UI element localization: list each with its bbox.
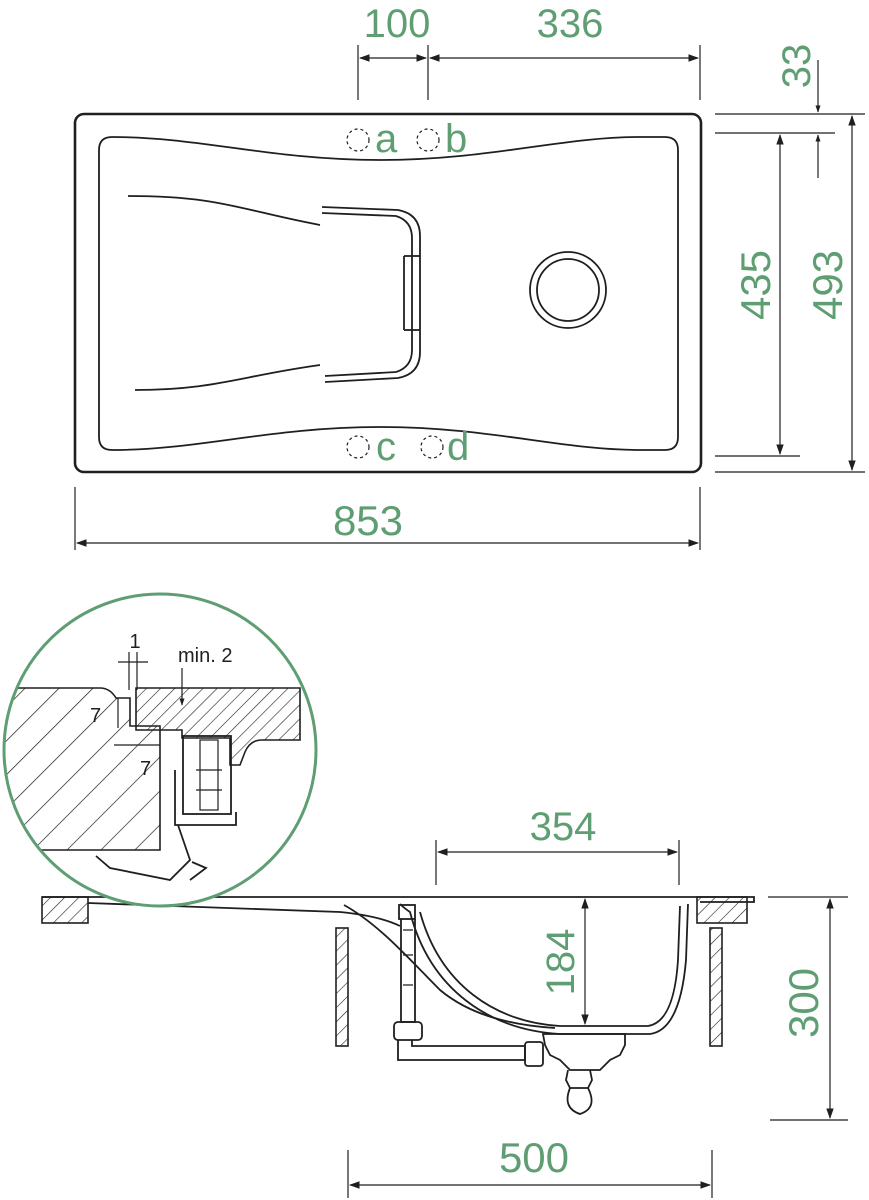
cabinet-wall-left (335, 927, 349, 1047)
connector-nut (524, 1041, 544, 1067)
svg-text:33: 33 (775, 44, 819, 89)
detail-clip-body (182, 735, 232, 815)
svg-text:354: 354 (530, 805, 597, 849)
detail-clip-ribs (196, 769, 222, 791)
detail-clip-base (174, 770, 237, 826)
tap-hole-c: c (346, 425, 396, 469)
detail-worktop (4, 687, 161, 851)
waste-fitting (541, 1033, 626, 1071)
detail-height-label: 7 (90, 705, 101, 727)
overflow-joint (393, 1021, 423, 1041)
dimension-cabinet-width: 500 (347, 1134, 713, 1198)
detail-clearance-label: min. 2 (178, 645, 232, 667)
bowl-inner-outline (98, 136, 679, 451)
svg-text:336: 336 (537, 2, 604, 46)
dimension-top-offset: 33 (775, 44, 821, 178)
dimension-hole-to-edge: 336 (428, 2, 701, 100)
overflow-pipe-segments (403, 929, 413, 986)
drainer-slope (87, 902, 401, 927)
detail-sink-rim (135, 687, 301, 766)
detail-gap-label: 1 (129, 631, 140, 653)
detail-clamp-arm (95, 824, 192, 881)
dimension-total-width: 853 (74, 487, 701, 550)
overflow-fitting (398, 904, 416, 920)
drainer-rim-inner (321, 212, 413, 377)
tap-hole-a: a (346, 117, 398, 161)
dimension-bowl-depth-side: 184 (539, 897, 589, 1026)
svg-text:100: 100 (364, 2, 431, 46)
tap-hole-label-b: b (445, 117, 467, 161)
svg-text:435: 435 (732, 250, 779, 320)
drainer-contour-bottom (134, 364, 321, 391)
svg-text:493: 493 (804, 250, 851, 320)
sink-outline (73, 112, 703, 474)
worktop-right (696, 896, 748, 924)
detail-clamp-tip (189, 861, 208, 881)
tap-hole-label-d: d (447, 425, 469, 469)
cabinet-wall-right (709, 927, 723, 1047)
worktop-left (41, 896, 89, 924)
drainer-contour-top (127, 195, 321, 226)
drainer-rim-outer (321, 206, 421, 383)
detail-width-label: 7 (140, 758, 151, 780)
tap-hole-label-a: a (375, 117, 398, 161)
dimension-bowl-depth: 435 (732, 133, 784, 456)
dimension-hole-spacing: 100 (357, 2, 431, 100)
svg-text:184: 184 (539, 929, 583, 996)
dimension-total-height: 300 (768, 896, 848, 1121)
bowl-profile-inner (419, 905, 681, 1027)
top-view: a b c d 100 336 (73, 2, 865, 550)
detail-clip-screw (199, 739, 219, 811)
sink-rim-profile (42, 896, 755, 903)
svg-text:500: 500 (499, 1134, 569, 1181)
svg-text:300: 300 (780, 968, 827, 1038)
dimension-bowl-width: 354 (435, 805, 680, 885)
detail-view: 1 min. 2 7 7 (2, 592, 318, 908)
drainer-underside (343, 904, 556, 1029)
tap-hole-label-c: c (376, 425, 396, 469)
trap-bulb (566, 1087, 593, 1115)
bowl-profile-outer (399, 903, 689, 1035)
overflow-connector (397, 1040, 526, 1061)
tap-hole-b: b (416, 117, 467, 161)
tap-hole-d: d (420, 425, 469, 469)
side-view: 354 184 300 500 (41, 805, 848, 1198)
svg-text:853: 853 (333, 497, 403, 544)
overflow-pipe (400, 919, 416, 1023)
trap-neck (565, 1069, 593, 1089)
drain-outlet (529, 251, 607, 329)
dimension-total-depth: 493 (804, 114, 856, 472)
detail-circle (2, 592, 318, 908)
